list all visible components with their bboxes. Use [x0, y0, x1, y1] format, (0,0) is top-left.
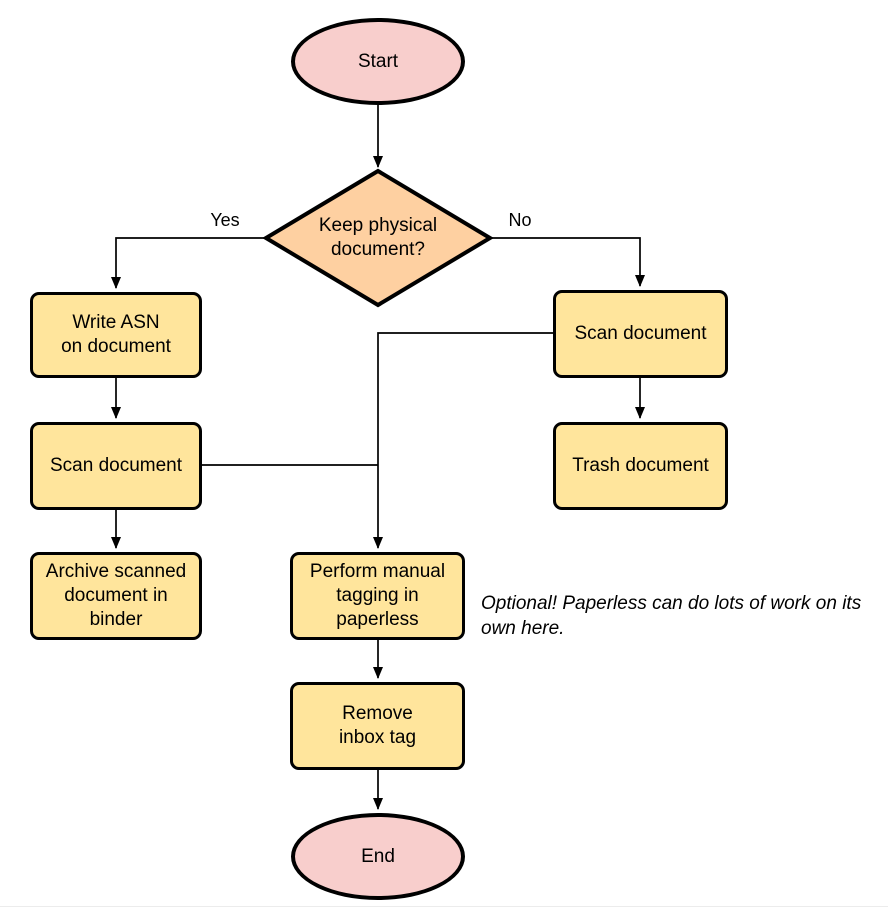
- edge-label-no: No: [508, 210, 532, 230]
- node-label: Write ASN on document: [61, 312, 171, 357]
- node-label: Start: [357, 50, 399, 72]
- process-scan-document-left: Scan document: [30, 422, 202, 510]
- node-label: Trash document: [572, 455, 709, 477]
- decision-diamond: [262, 168, 494, 308]
- process-manual-tagging: Perform manual tagging in paperless: [290, 552, 465, 640]
- node-label: Keep physical document?: [318, 215, 438, 260]
- node-label: Archive scanned document in binder: [45, 561, 187, 630]
- process-scan-document-right: Scan document: [553, 290, 728, 378]
- connector-decision-yes-to-write-asn: [111, 237, 266, 289]
- end-terminator: End: [291, 813, 465, 900]
- node-label: Remove inbox tag: [338, 703, 417, 748]
- process-remove-inbox-tag: Remove inbox tag: [290, 682, 465, 770]
- node-label: Scan document: [49, 455, 183, 477]
- process-trash-document: Trash document: [553, 422, 728, 510]
- node-label: Scan document: [574, 323, 707, 345]
- edge-label-yes: Yes: [210, 210, 240, 230]
- connector-scan-right-to-tagging: [373, 332, 553, 549]
- start-terminator: Start: [291, 18, 465, 105]
- process-archive-binder: Archive scanned document in binder: [30, 552, 202, 640]
- connector-decision-no-to-scan-right: [490, 237, 645, 287]
- annotation-note: Optional! Paperless can do lots of work …: [481, 593, 862, 640]
- node-label: End: [361, 845, 395, 867]
- decision-label: Keep physical document?: [278, 200, 478, 276]
- node-label: Perform manual tagging in paperless: [309, 561, 446, 630]
- process-write-asn: Write ASN on document: [30, 292, 202, 378]
